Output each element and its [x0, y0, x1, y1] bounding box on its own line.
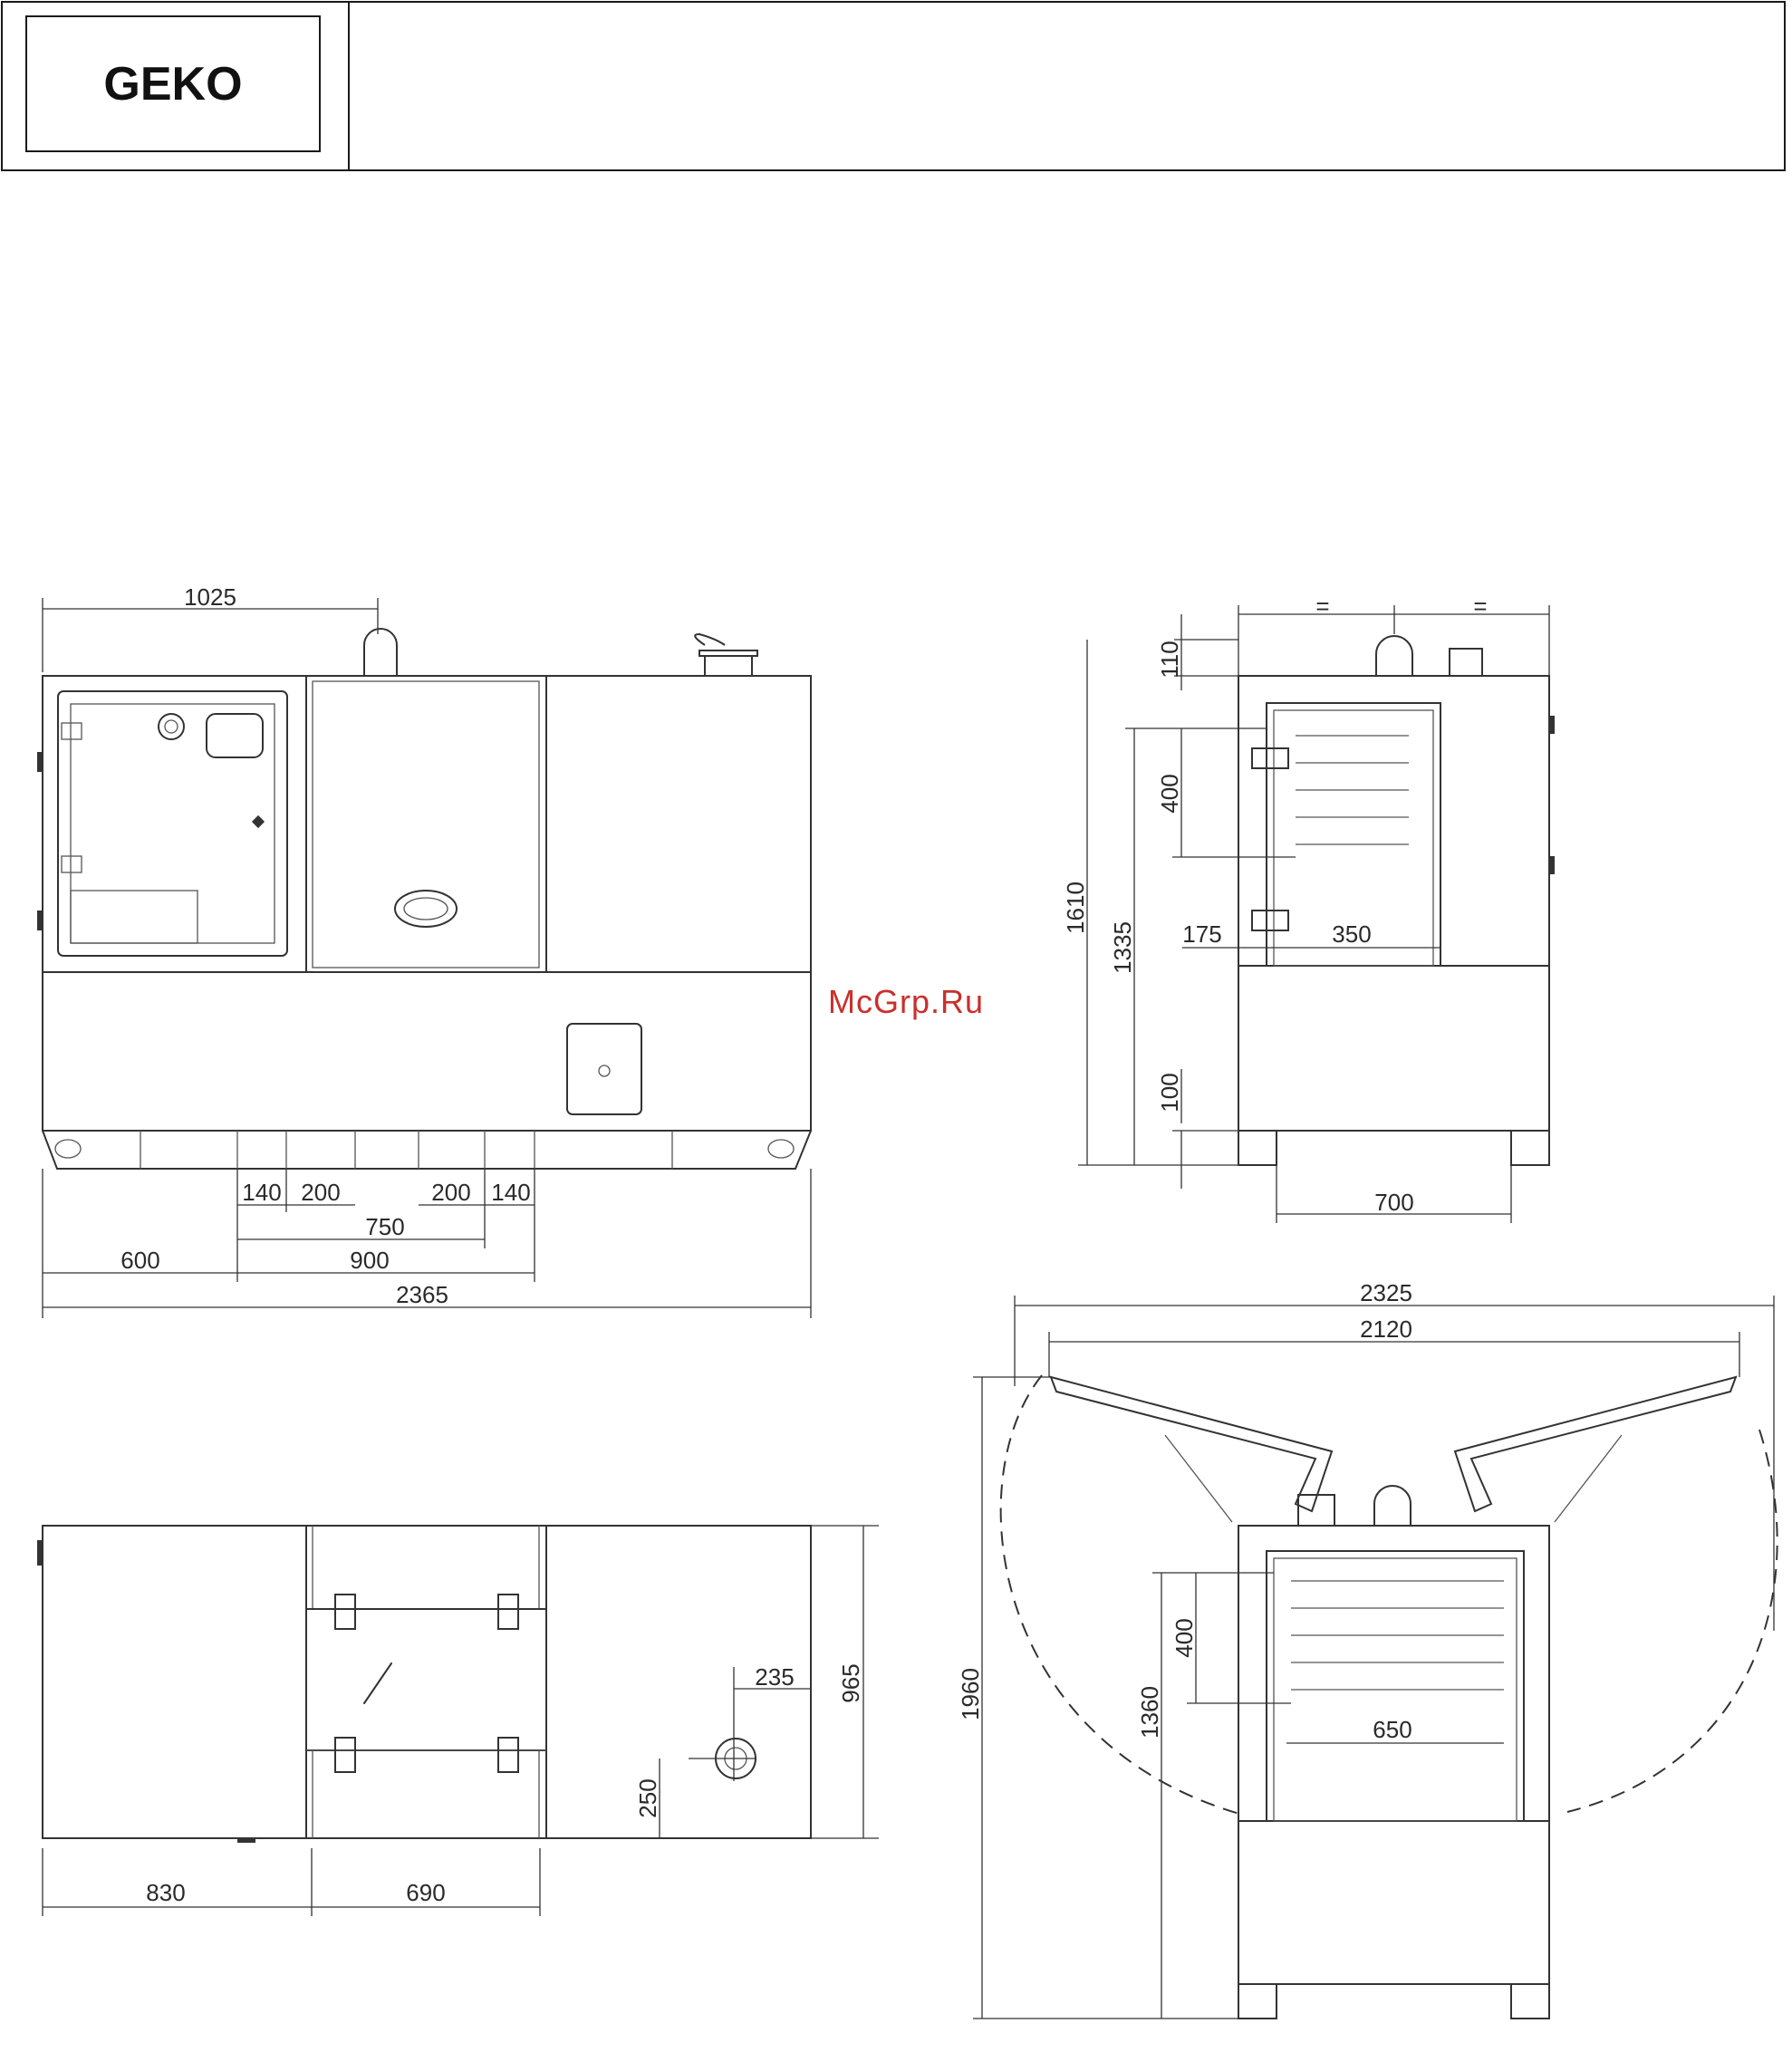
top-view: 235 965 250 830 690 [37, 1526, 879, 1916]
lifting-eye-icon [364, 629, 397, 676]
dim-1960: 1960 [957, 1668, 984, 1720]
side-enclosure-top [1238, 676, 1549, 966]
control-panel-label [71, 891, 198, 943]
dim-100: 100 [1156, 1073, 1183, 1112]
dim-2325: 2325 [1360, 1279, 1412, 1306]
dim-175: 175 [1182, 920, 1221, 948]
dim-250: 250 [634, 1778, 661, 1817]
side-foot-right [1511, 1131, 1549, 1165]
roof-panel-right [1455, 1377, 1736, 1511]
open-view-radiator [1267, 1551, 1524, 1821]
dim-900: 900 [350, 1247, 389, 1274]
display-window [207, 714, 263, 757]
dim-200-right: 200 [431, 1179, 470, 1206]
roof-panel-left [1051, 1377, 1332, 1511]
dim-400: 400 [1156, 774, 1183, 813]
radiator-louvres [1291, 1581, 1504, 1690]
dim-690: 690 [406, 1879, 445, 1906]
roof-hatch [306, 1609, 546, 1750]
dim-2365: 2365 [396, 1281, 448, 1308]
service-hatch [567, 1024, 641, 1114]
side-view: = = 110 400 1610 1335 175 350 100 700 [1062, 593, 1555, 1223]
dim-140-left: 140 [242, 1179, 281, 1206]
dim-1610: 1610 [1062, 882, 1089, 934]
swing-arc-right [1567, 1430, 1778, 1812]
exhaust-cap-icon [695, 634, 725, 645]
watermark: McGrp.Ru [828, 983, 984, 1020]
dim-eq-left: = [1315, 593, 1329, 620]
dim-110: 110 [1156, 641, 1183, 678]
top-enclosure-outline [43, 1526, 811, 1838]
front-view: 1025 140 200 200 140 750 600 900 2365 [37, 583, 811, 1318]
swing-arc-left [1001, 1375, 1239, 1814]
dim-700: 700 [1374, 1189, 1413, 1216]
dim-650: 650 [1373, 1716, 1411, 1743]
open-roof-view: 2325 2120 1960 400 1360 650 [957, 1279, 1778, 2019]
dim-350: 350 [1332, 920, 1371, 948]
louvre-slats [1296, 736, 1409, 844]
gauge-icon [159, 714, 184, 739]
side-lifting-eye-icon [1376, 636, 1412, 676]
dim-140-right: 140 [491, 1179, 530, 1206]
dim-600: 600 [120, 1247, 159, 1274]
front-enclosure-body [43, 676, 811, 1131]
dim-400-open: 400 [1171, 1618, 1198, 1657]
dim-2120: 2120 [1360, 1315, 1412, 1343]
roof-handle [364, 1663, 391, 1703]
open-view-enclosure [1238, 1526, 1549, 1821]
control-panel-door [58, 691, 287, 956]
dim-235: 235 [755, 1663, 794, 1691]
side-foot-left [1238, 1131, 1277, 1165]
dim-eq-right: = [1473, 593, 1487, 620]
hinge-icon [335, 1595, 355, 1629]
dim-1360: 1360 [1136, 1686, 1163, 1739]
side-enclosure-base [1238, 966, 1549, 1131]
dim-750: 750 [365, 1213, 404, 1240]
dim-965: 965 [837, 1663, 864, 1702]
dim-200-left: 200 [301, 1179, 340, 1206]
front-base-frame [43, 1131, 811, 1169]
dim-1335: 1335 [1109, 921, 1136, 974]
dim-830: 830 [146, 1879, 185, 1906]
dim-1025: 1025 [184, 583, 236, 611]
